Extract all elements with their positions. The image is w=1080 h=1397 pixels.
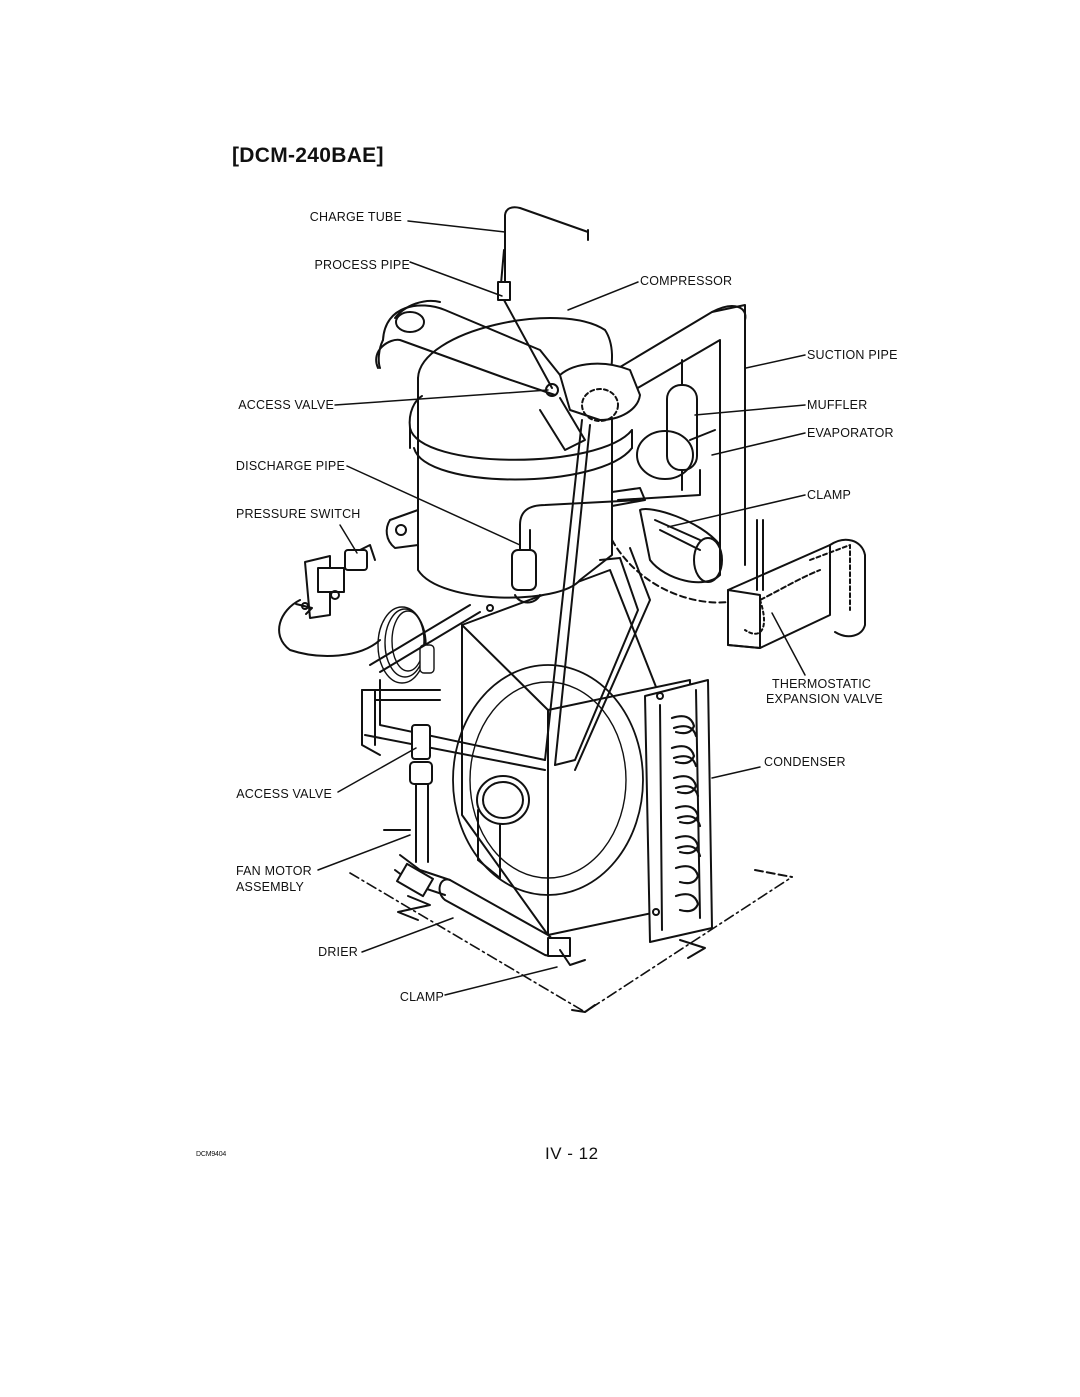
label-expansion-valve: EXPANSION VALVE [766, 692, 883, 706]
condenser-unit [452, 569, 713, 943]
lower-access-valve [383, 724, 433, 863]
label-evaporator: EVAPORATOR [807, 426, 894, 440]
capillary-coil [377, 606, 435, 684]
label-muffler: MUFFLER [807, 398, 868, 412]
pressure-switch [278, 544, 381, 657]
label-discharge-pipe: DISCHARGE PIPE [235, 459, 345, 473]
label-charge-tube: CHARGE TUBE [309, 210, 402, 224]
label-pressure-switch: PRESSURE SWITCH [236, 507, 361, 521]
discharge-suction-tubing [375, 299, 747, 566]
leader-lines [317, 220, 806, 996]
label-drier: DRIER [318, 945, 358, 959]
fan-motor [476, 775, 530, 879]
label-process-pipe: PROCESS PIPE [314, 258, 410, 272]
liquid-lines [364, 419, 701, 771]
label-clamp-bottom: CLAMP [399, 990, 444, 1004]
page-number: IV - 12 [545, 1144, 599, 1163]
drier [394, 854, 586, 966]
evaporator-fitting [636, 429, 716, 480]
label-compressor: COMPRESSOR [640, 274, 733, 288]
left-pipe-frame [361, 604, 481, 756]
label-assembly: ASSEMBLY [236, 880, 305, 894]
label-clamp-top: CLAMP [807, 488, 852, 502]
evaporator-block [727, 519, 866, 649]
label-condenser: CONDENSER [764, 755, 846, 769]
diagram-title: [DCM-240BAE] [232, 144, 384, 167]
base-plate [349, 869, 793, 1013]
label-suction-pipe: SUCTION PIPE [807, 348, 898, 362]
discharge-pipe [511, 499, 641, 604]
label-access-valve-top: ACCESS VALVE [238, 398, 334, 412]
condenser-coil-bends [670, 715, 702, 913]
document-code: DCM9404 [196, 1151, 227, 1158]
label-thermostatic: THERMOSTATIC [772, 677, 872, 691]
label-fan-motor: FAN MOTOR [236, 864, 312, 878]
muffler [666, 359, 698, 491]
expansion-valve [611, 508, 741, 604]
label-access-valve-bottom: ACCESS VALVE [236, 787, 332, 801]
